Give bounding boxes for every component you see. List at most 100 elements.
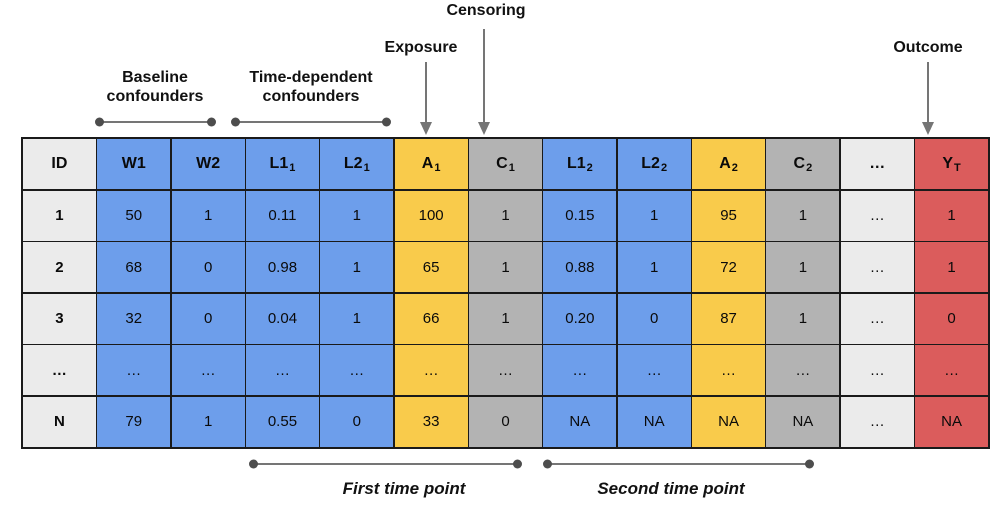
header-subscript: 1 <box>363 162 370 175</box>
baseline-confounders-line1: Baseline <box>122 69 188 86</box>
data-cell: NA <box>543 396 617 447</box>
cell-value: … <box>572 361 588 379</box>
cell-value: 1 <box>798 258 808 276</box>
data-cell: 0.88 <box>543 242 617 293</box>
data-cell: 0.11 <box>246 190 319 241</box>
data-cell: 0.04 <box>246 293 319 344</box>
cell-value: 1 <box>352 310 361 328</box>
cell-value: 1 <box>650 207 659 225</box>
cell-value: 32 <box>125 310 143 328</box>
header-subscript: 2 <box>586 162 593 175</box>
cell-value: 0.98 <box>267 258 298 276</box>
cell-value: 0 <box>501 413 510 431</box>
header-subscript: T <box>954 162 961 175</box>
header-subscript: 2 <box>731 162 738 175</box>
data-cell: 1 <box>171 396 245 447</box>
header-base: W1 <box>121 155 146 173</box>
data-cell: 66 <box>394 293 468 344</box>
time-dependent-confounders-line1: Time-dependent <box>249 69 373 86</box>
cell-value: NA <box>718 413 739 431</box>
header-base: C <box>496 155 508 173</box>
header-subscript: 1 <box>289 162 296 175</box>
cell-value: 1 <box>203 413 213 431</box>
header-base: … <box>869 155 886 173</box>
data-cell: 1 <box>766 293 840 344</box>
data-cell: 0.55 <box>246 396 319 447</box>
header-subscript: 1 <box>434 162 441 175</box>
cell-value: … <box>869 361 885 379</box>
cell-value: … <box>349 361 365 379</box>
cell-value: 79 <box>125 413 143 431</box>
baseline-confounders-label: Baseline confounders <box>107 68 204 106</box>
cell-value: 0 <box>352 413 361 431</box>
header-subscript: 2 <box>660 162 668 175</box>
data-cell: 33 <box>394 396 468 447</box>
data-cell: NA <box>766 396 840 447</box>
cell-value: 1 <box>352 207 361 225</box>
header-cell-w2: W2 <box>171 139 245 190</box>
data-cell: 1 <box>766 190 840 241</box>
header-base: L1 <box>566 155 586 173</box>
cell-value: … <box>274 361 290 379</box>
cell-value: … <box>51 361 67 379</box>
cell-value: 0 <box>203 258 213 276</box>
header-base: Y <box>942 155 954 173</box>
cell-value: … <box>944 361 960 379</box>
data-cell: … <box>840 396 914 447</box>
cell-value: 1 <box>798 207 808 225</box>
data-cell: 0 <box>617 293 691 344</box>
first-time-point-bracket <box>253 463 518 465</box>
cell-value: 1 <box>203 207 213 225</box>
cell-value: 1 <box>501 258 510 276</box>
baseline-confounders-line2: confounders <box>106 88 204 105</box>
outcome-arrow-icon <box>927 62 929 122</box>
cell-value: 0.15 <box>565 207 595 225</box>
data-cell: … <box>840 345 914 396</box>
cell-value: 2 <box>55 258 64 276</box>
data-cell: NA <box>692 396 765 447</box>
data-cell: … <box>171 345 245 396</box>
data-cell: 3 <box>23 293 96 344</box>
data-cell: … <box>469 345 542 396</box>
header-base: A <box>719 155 731 173</box>
cell-value: 87 <box>720 310 737 328</box>
cell-value: 65 <box>422 258 440 276</box>
header-subscript: 1 <box>508 162 515 175</box>
header-cell-id: ID <box>23 139 96 190</box>
header-base: A <box>421 155 434 173</box>
cell-value: 0 <box>203 310 213 328</box>
data-cell: 1 <box>469 242 542 293</box>
data-cell: 50 <box>97 190 171 241</box>
cell-value: 1 <box>55 207 64 225</box>
cell-value: 0.11 <box>268 207 297 225</box>
second-time-point-label: Second time point <box>597 479 745 498</box>
data-cell: … <box>246 345 319 396</box>
exposure-label: Exposure <box>384 39 458 56</box>
cell-value: … <box>721 361 737 379</box>
header-base: L2 <box>641 155 660 173</box>
data-cell: 72 <box>692 242 765 293</box>
data-cell: 65 <box>394 242 468 293</box>
data-cell: … <box>97 345 171 396</box>
cell-value: 0.20 <box>565 310 595 328</box>
data-cell: 0 <box>171 293 245 344</box>
data-cell: 95 <box>692 190 765 241</box>
data-cell: 87 <box>692 293 765 344</box>
time-dependent-confounders-line2: confounders <box>262 88 360 105</box>
data-cell: 1 <box>469 293 542 344</box>
data-cell: 0.15 <box>543 190 617 241</box>
header-base: ID <box>51 155 68 173</box>
data-cell: 1 <box>766 242 840 293</box>
censoring-arrow-icon <box>483 29 485 122</box>
cell-value: NA <box>643 413 665 431</box>
time-dependent-confounders-bracket <box>235 121 387 123</box>
data-cell: 1 <box>171 190 245 241</box>
cell-value: … <box>126 361 142 379</box>
data-cell: NA <box>915 396 988 447</box>
